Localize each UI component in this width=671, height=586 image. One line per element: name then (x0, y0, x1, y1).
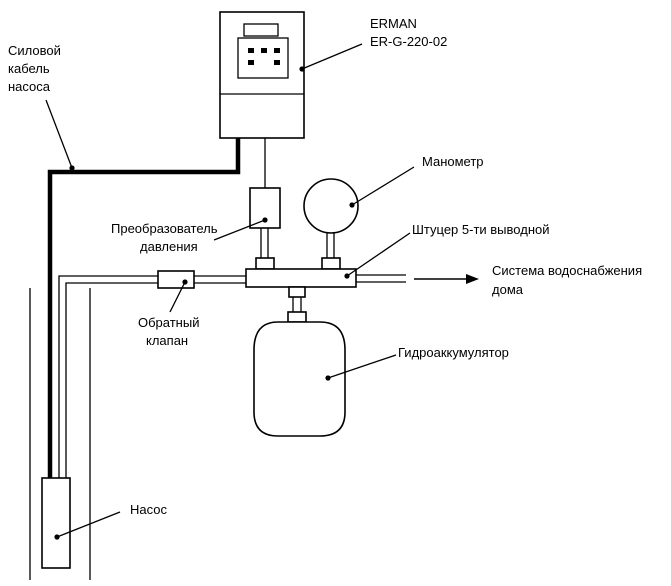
cable-label-line3: насоса (8, 79, 51, 94)
check-valve (157, 270, 195, 289)
controller-brand-label: ERMAN (370, 16, 417, 31)
transducer-label-line1: Преобразователь (111, 221, 218, 236)
controller-button (248, 48, 254, 53)
controller-display (243, 23, 279, 37)
hydro-accumulator (253, 321, 346, 437)
check-valve-label-line1: Обратный (138, 315, 199, 330)
manometer (303, 178, 359, 270)
pump (41, 477, 71, 569)
pump-label: Насос (130, 502, 167, 517)
accumulator-label: Гидроаккумулятор (398, 345, 509, 360)
power-cable (47, 138, 241, 478)
controller-button (261, 48, 267, 53)
leader-lines (45, 43, 415, 540)
controller-model-label: ER-G-220-02 (370, 34, 447, 49)
manometer-label: Манометр (422, 154, 484, 169)
cable-label-line1: Силовой (8, 43, 61, 58)
pressure-transducer (249, 187, 281, 270)
controller-button (274, 48, 280, 53)
transducer-label-line2: давления (140, 239, 198, 254)
supply-label-line2: дома (492, 282, 524, 297)
controller-keypad (237, 37, 289, 79)
controller-erman (219, 11, 305, 139)
fitting-label: Штуцер 5-ти выводной (412, 222, 549, 237)
controller-button (248, 60, 254, 65)
well-casing (29, 288, 91, 580)
controller-button (274, 60, 280, 65)
cable-label-line2: кабель (8, 61, 50, 76)
check-valve-label-line2: клапан (146, 333, 188, 348)
supply-label-line1: Система водоснабжения (492, 263, 642, 278)
supply-arrow-head (466, 274, 479, 284)
water-pipe (58, 275, 246, 478)
accumulator-connection (287, 286, 307, 323)
outlet-pipe (356, 274, 406, 283)
five-way-fitting (245, 268, 357, 288)
